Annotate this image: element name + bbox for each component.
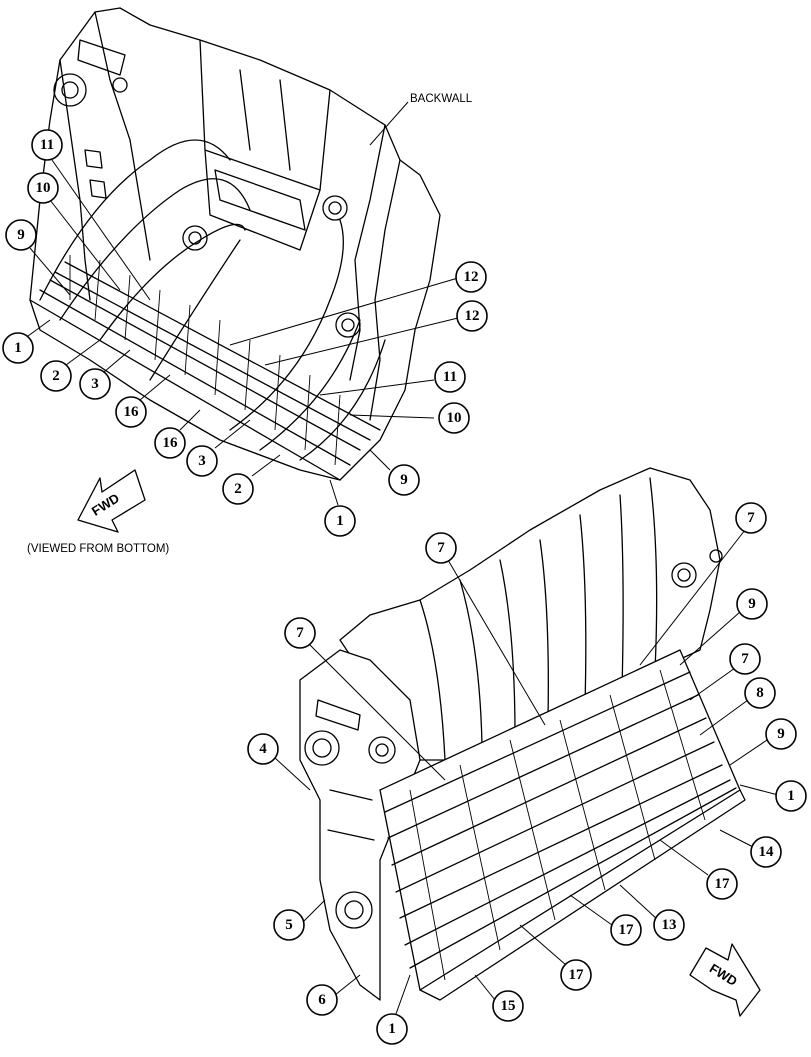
callout-bottom-8: 1	[775, 780, 807, 812]
svg-text:1: 1	[336, 513, 344, 529]
svg-text:3: 3	[198, 453, 206, 469]
callout-top-12: 9	[388, 464, 420, 496]
callout-top-15: 12	[456, 300, 488, 332]
callout-bottom-10: 5	[273, 909, 305, 941]
callout-top-4: 1	[2, 332, 34, 364]
svg-text:9: 9	[748, 596, 756, 612]
svg-text:14: 14	[759, 844, 775, 860]
callout-bottom-2: 7	[425, 532, 457, 564]
svg-text:11: 11	[443, 369, 457, 385]
svg-text:8: 8	[756, 685, 764, 701]
bucket-front-view	[299, 467, 746, 1001]
svg-text:5: 5	[285, 917, 293, 933]
wear-grid-front	[379, 649, 746, 1001]
callout-top-7: 16	[115, 396, 147, 428]
callout-bottom-3: 7	[735, 502, 767, 534]
svg-text:2: 2	[234, 481, 242, 497]
callout-bottom-7: 9	[765, 718, 797, 750]
svg-text:2: 2	[52, 368, 60, 384]
viewed-from-bottom-label: (VIEWED FROM BOTTOM)	[27, 543, 169, 555]
callout-bottom-12: 1	[376, 1013, 408, 1045]
backwall-label: BACKWALL	[410, 93, 473, 105]
callout-bottom-4: 9	[736, 588, 768, 620]
top-callouts: 11 10 9 1 2 3 16 16 3 2 1 9 10 11 12 12	[2, 129, 488, 537]
callout-bottom-15: 17	[610, 914, 642, 946]
callout-bottom-17: 17	[706, 868, 738, 900]
callout-top-10: 2	[222, 473, 254, 505]
callout-top-5: 2	[40, 360, 72, 392]
callout-top-3: 9	[5, 219, 37, 251]
callout-bottom-18: 14	[750, 836, 782, 868]
svg-text:11: 11	[40, 137, 54, 153]
callout-bottom-9: 4	[247, 733, 279, 765]
callout-bottom-16: 13	[653, 909, 685, 941]
callout-top-11: 1	[324, 505, 356, 537]
svg-text:13: 13	[662, 917, 677, 933]
callout-bottom-14: 17	[560, 959, 592, 991]
svg-text:10: 10	[36, 180, 51, 196]
svg-text:4: 4	[259, 741, 267, 757]
callout-top-1: 11	[31, 129, 63, 161]
callout-bottom-1: 7	[284, 617, 316, 649]
bucket-bottom-view	[29, 7, 441, 481]
svg-text:7: 7	[747, 510, 755, 526]
svg-text:12: 12	[464, 269, 479, 285]
bottom-callouts: 7 7 7 9 7 8 9 1 4 5 6 1 15 17 17 13 17 1…	[247, 502, 807, 1045]
callout-bottom-13: 15	[492, 990, 524, 1022]
svg-text:1: 1	[388, 1021, 396, 1037]
callout-top-2: 10	[27, 172, 59, 204]
svg-text:7: 7	[296, 625, 304, 641]
svg-text:6: 6	[318, 992, 326, 1008]
svg-text:17: 17	[715, 876, 731, 892]
svg-text:9: 9	[400, 472, 408, 488]
callout-top-16: 12	[455, 261, 487, 293]
svg-text:1: 1	[787, 788, 795, 804]
fwd-arrow-top: FWD	[77, 469, 146, 533]
svg-text:12: 12	[465, 308, 480, 324]
svg-text:7: 7	[741, 651, 749, 667]
wear-grid-top	[29, 255, 381, 481]
svg-text:15: 15	[501, 998, 516, 1014]
svg-text:7: 7	[437, 540, 445, 556]
top-leaders	[27, 159, 459, 506]
svg-text:9: 9	[17, 227, 25, 243]
callout-top-14: 11	[434, 361, 466, 393]
svg-text:16: 16	[163, 435, 179, 451]
callout-top-6: 3	[79, 368, 111, 400]
svg-text:16: 16	[124, 404, 140, 420]
fwd-arrow-bottom: FWD	[689, 943, 761, 1017]
svg-text:3: 3	[91, 376, 99, 392]
callout-bottom-11: 6	[306, 984, 338, 1016]
svg-text:17: 17	[569, 967, 585, 983]
callout-top-13: 10	[438, 402, 470, 434]
svg-text:9: 9	[777, 726, 785, 742]
svg-text:17: 17	[619, 922, 635, 938]
callout-top-9: 3	[186, 445, 218, 477]
callout-top-8: 16	[154, 427, 186, 459]
svg-text:1: 1	[14, 340, 22, 356]
callout-bottom-6: 8	[744, 677, 776, 709]
svg-text:10: 10	[447, 410, 462, 426]
callout-bottom-5: 7	[729, 643, 761, 675]
